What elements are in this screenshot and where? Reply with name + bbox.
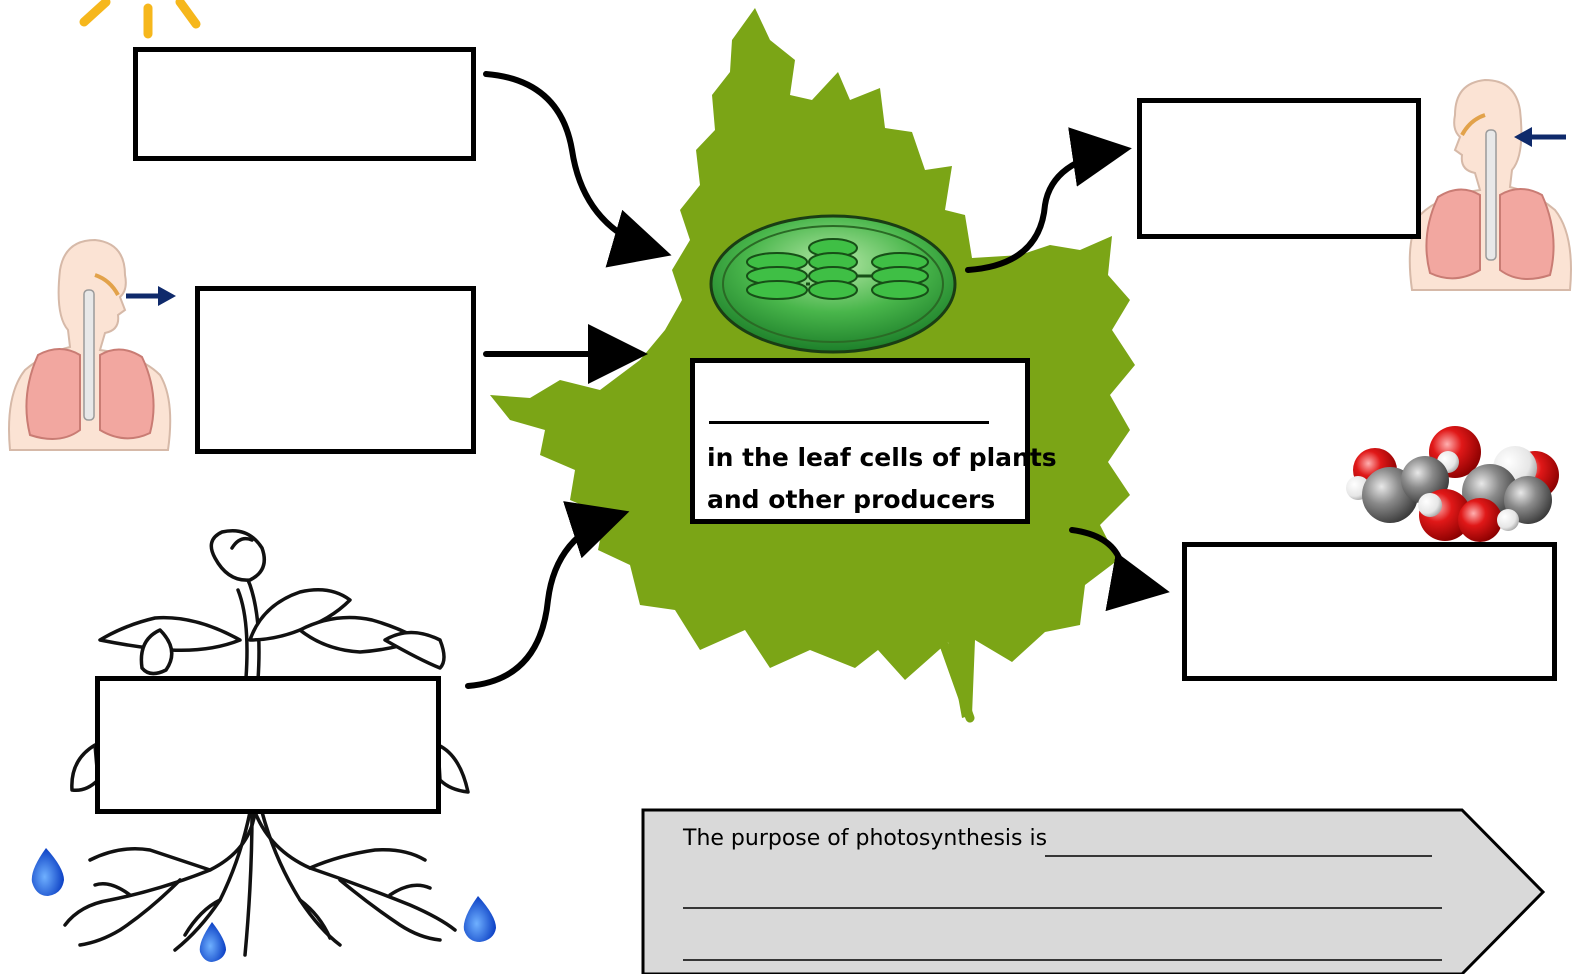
lungs-icon bbox=[1408, 78, 1572, 291]
carbon-dioxide-answer-box[interactable] bbox=[195, 286, 476, 454]
water-drop-icon bbox=[199, 922, 226, 962]
purpose-prompt: The purpose of photosynthesis is bbox=[683, 826, 1048, 851]
lungs-icon bbox=[8, 238, 172, 451]
water-drop-icon bbox=[463, 896, 496, 942]
arrow-leaf-to-glucose bbox=[1069, 527, 1170, 612]
water-answer-box[interactable] bbox=[95, 676, 441, 814]
process-label-box: in the leaf cells of plants and other pr… bbox=[690, 358, 1057, 524]
arrow-chloroplast-to-oxygen bbox=[965, 127, 1132, 273]
sun-icon bbox=[79, 0, 201, 39]
sunlight-answer-box[interactable] bbox=[133, 47, 476, 161]
exhale-arrow-icon bbox=[1514, 127, 1566, 147]
arrow-water-to-leaf bbox=[465, 501, 630, 689]
oxygen-answer-box[interactable] bbox=[1137, 98, 1421, 239]
plant-roots-icon bbox=[63, 529, 470, 957]
chloroplast-icon bbox=[709, 214, 957, 354]
flow-arrows bbox=[465, 71, 1170, 689]
process-caption-line-1: in the leaf cells of plants bbox=[707, 443, 1057, 472]
process-blank-line[interactable] bbox=[709, 421, 989, 424]
process-caption: in the leaf cells of plants and other pr… bbox=[707, 437, 1057, 521]
glucose-molecule-icon bbox=[1346, 426, 1559, 542]
process-caption-line-2: and other producers bbox=[707, 485, 996, 514]
inhale-arrow-icon bbox=[126, 286, 176, 306]
glucose-answer-box[interactable] bbox=[1182, 542, 1557, 681]
water-drop-icon bbox=[31, 848, 64, 896]
arrow-sunlight-to-chloroplast bbox=[483, 71, 672, 268]
purpose-banner bbox=[641, 808, 1546, 974]
